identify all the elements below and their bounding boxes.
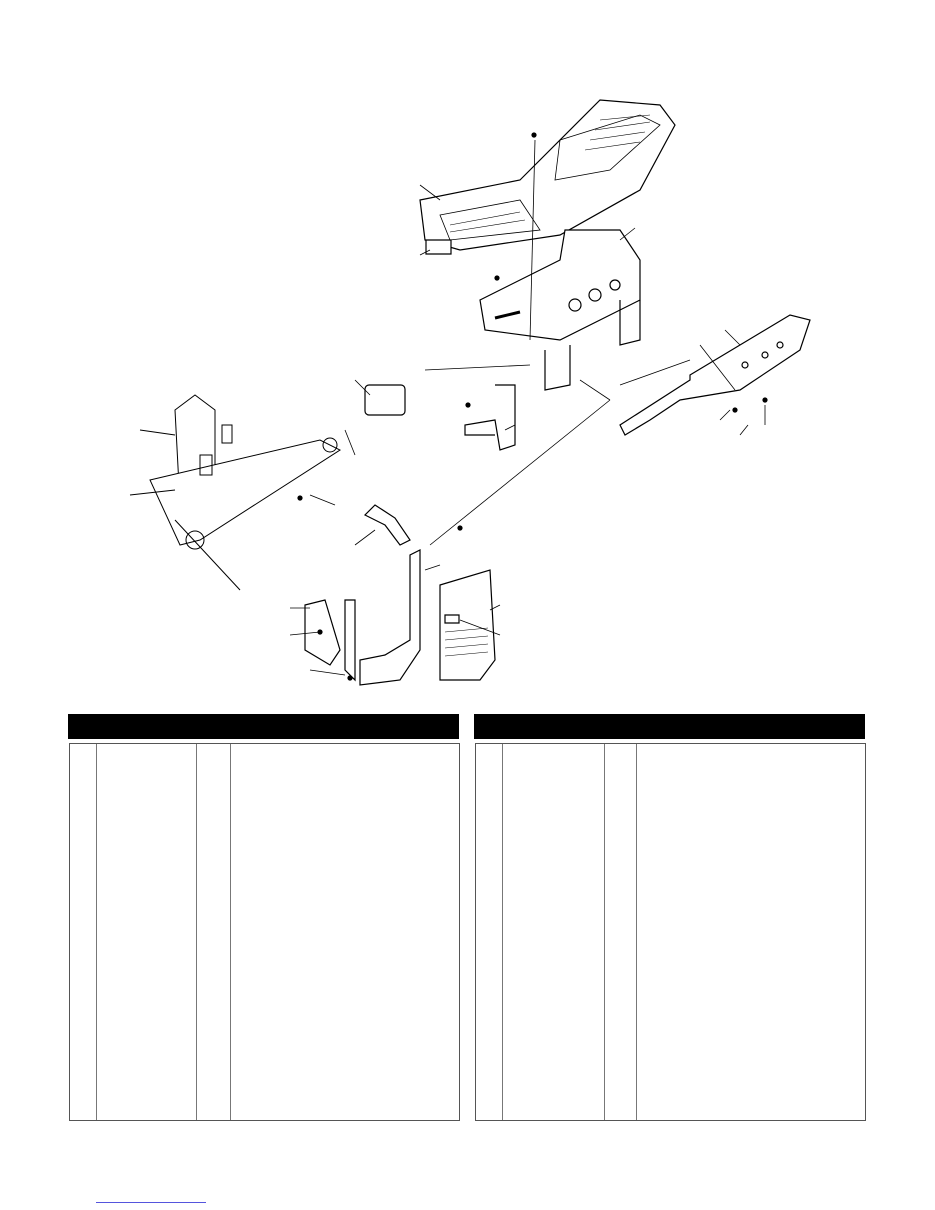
- warning-label: [440, 570, 495, 680]
- assembly-lines: [425, 140, 690, 545]
- bolts: [298, 133, 767, 680]
- footrest-plate: [420, 100, 675, 250]
- table-header-bar: [68, 714, 459, 739]
- tractor-frame: [130, 395, 340, 590]
- table-body: [475, 743, 866, 1121]
- handle-bar: [345, 550, 420, 685]
- table-header-bar: [474, 714, 865, 739]
- hose: [365, 505, 410, 545]
- column-divider: [196, 744, 197, 1120]
- table-body: [69, 743, 460, 1121]
- column-divider: [636, 744, 637, 1120]
- column-divider: [502, 744, 503, 1120]
- callout-leaders: [290, 185, 765, 675]
- lamp: [365, 385, 405, 415]
- column-divider: [230, 744, 231, 1120]
- column-divider: [604, 744, 605, 1120]
- bumper: [620, 315, 810, 435]
- license-plate-lamp: [426, 240, 451, 254]
- link-underline[interactable]: [96, 1202, 206, 1203]
- stay: [465, 385, 515, 450]
- exploded-parts-diagram: [0, 0, 935, 705]
- mounting-bracket: [480, 230, 640, 390]
- column-divider: [96, 744, 97, 1120]
